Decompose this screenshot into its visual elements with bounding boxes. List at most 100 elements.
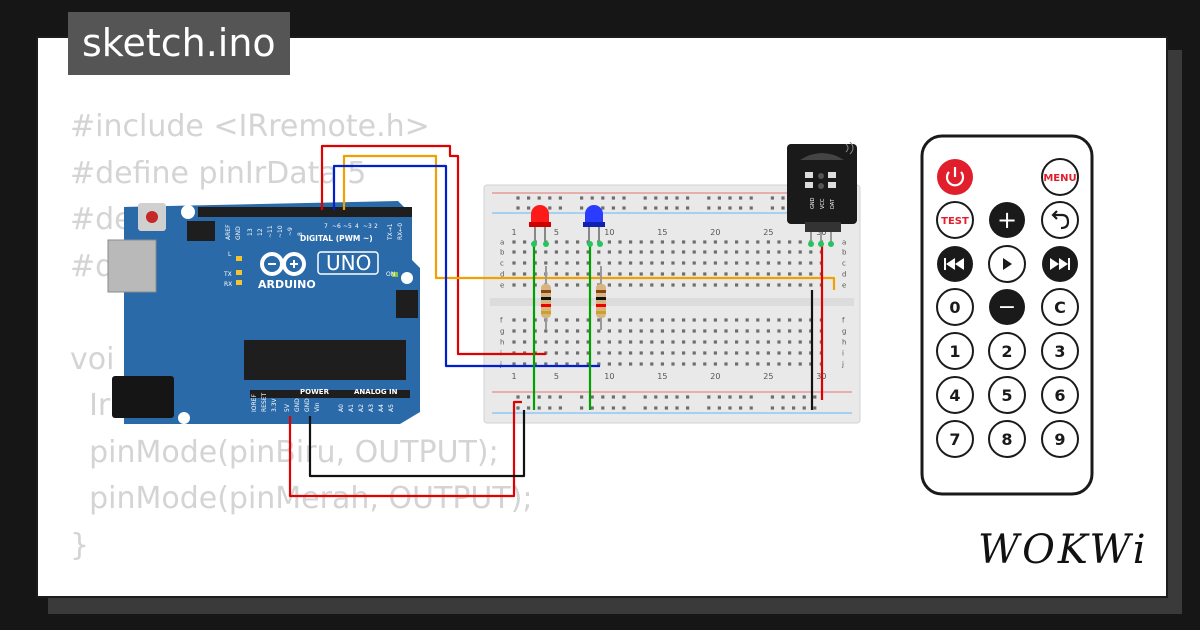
- remote-7-button[interactable]: 7: [936, 420, 974, 458]
- bb-column-number: 25: [763, 372, 773, 381]
- remote-4-button[interactable]: 4: [936, 376, 974, 414]
- remote-plus-button[interactable]: +: [989, 202, 1025, 238]
- bb-row-letter: c: [842, 260, 846, 268]
- svg-text:A0: A0: [338, 404, 345, 412]
- resistor-1[interactable]: [541, 266, 551, 330]
- code-line: #d: [70, 248, 115, 284]
- bb-row-letter: j: [841, 361, 844, 369]
- remote-6-button[interactable]: 6: [1041, 376, 1079, 414]
- skip-back-icon: [944, 258, 964, 270]
- blue-wire-pin6: [332, 164, 600, 368]
- svg-text:8: 8: [1001, 430, 1012, 449]
- svg-text:RESET: RESET: [261, 392, 268, 412]
- svg-text:3: 3: [1054, 342, 1065, 361]
- bb-row-letter: g: [500, 328, 504, 336]
- svg-text:RX←0: RX←0: [397, 223, 404, 240]
- svg-text:9: 9: [1054, 430, 1065, 449]
- svg-text:A4: A4: [378, 404, 385, 412]
- svg-text:8: 8: [297, 232, 304, 236]
- svg-text:2: 2: [1001, 342, 1012, 361]
- remote-minus-button[interactable]: −: [989, 289, 1025, 325]
- red-led[interactable]: [529, 205, 551, 244]
- bb-row-letter: e: [842, 282, 846, 290]
- atmega-chip: [244, 340, 406, 380]
- svg-text:AREF: AREF: [225, 224, 232, 240]
- svg-text:5: 5: [1001, 386, 1012, 405]
- arduino-uno-board[interactable]: AREF GND 13 12 ~11 ~10 ~9 8 7 ~6 ~5 4 ~3…: [107, 201, 420, 424]
- bb-column-number: 15: [657, 228, 667, 237]
- wires: [288, 144, 836, 498]
- blue-led[interactable]: [583, 205, 605, 244]
- remote-9-button[interactable]: 9: [1041, 420, 1079, 458]
- bb-column-number: 10: [604, 372, 614, 381]
- remote-prev-button[interactable]: [937, 246, 973, 282]
- svg-text:7: 7: [949, 430, 960, 449]
- sketch-title: sketch.ino: [68, 12, 290, 75]
- svg-text:4: 4: [355, 223, 359, 230]
- bb-row-letter: d: [500, 271, 504, 279]
- svg-text:A2: A2: [358, 404, 365, 412]
- bb-row-letter: f: [500, 317, 503, 325]
- bb-row-letter: h: [842, 339, 846, 347]
- bb-column-number: 5: [554, 372, 559, 381]
- code-background: #include <IRremote.h> #define pinIrData 5…: [70, 104, 533, 596]
- svg-text:RX: RX: [224, 281, 232, 288]
- svg-text:TEST: TEST: [941, 216, 969, 227]
- code-line: pinMode(pinBiru, OUTPUT);: [70, 434, 499, 470]
- power-label: POWER: [300, 388, 330, 396]
- power-jack: [112, 376, 174, 418]
- svg-text:0: 0: [949, 298, 960, 317]
- remote-power-button[interactable]: [937, 159, 973, 195]
- remote-8-button[interactable]: 8: [988, 420, 1026, 458]
- ir-receiver-module[interactable]: GND VCC DAT: [787, 141, 857, 244]
- remote-menu-button[interactable]: MENU: [1041, 158, 1079, 196]
- power-icon: [945, 171, 965, 187]
- ir-remote[interactable]: MENU TEST +: [920, 134, 1094, 496]
- code-line: }: [70, 527, 90, 563]
- remote-2-button[interactable]: 2: [988, 332, 1026, 370]
- remote-numpad[interactable]: 1 2 3 4 5 6 7 8 9: [936, 332, 1079, 458]
- remote-5-button[interactable]: 5: [988, 376, 1026, 414]
- bb-row-letter: c: [500, 260, 504, 268]
- svg-text:Vin: Vin: [314, 402, 321, 412]
- bb-row-letter: f: [842, 317, 845, 325]
- back-arrow-icon: [1054, 213, 1070, 230]
- svg-text:4: 4: [949, 386, 960, 405]
- svg-text:7: 7: [324, 223, 328, 230]
- svg-text:12: 12: [257, 228, 264, 236]
- code-line: #de: [70, 202, 133, 237]
- svg-text:L: L: [228, 251, 232, 258]
- code-line: #include <IRremote.h>: [70, 109, 430, 144]
- svg-text:~11: ~11: [267, 225, 274, 238]
- svg-text:5V: 5V: [284, 403, 291, 412]
- code-line: voi: [70, 341, 115, 377]
- bb-row-letter: a: [842, 239, 846, 247]
- resistor-2[interactable]: [596, 266, 606, 330]
- remote-1-button[interactable]: 1: [936, 332, 974, 370]
- digital-header: [198, 207, 412, 217]
- svg-text:IOREF: IOREF: [251, 394, 258, 412]
- svg-text:GND: GND: [235, 226, 242, 240]
- bb-column-number: 1: [511, 372, 516, 381]
- svg-text:~9: ~9: [287, 227, 294, 236]
- power-analog-header: [250, 390, 410, 398]
- svg-text:MENU: MENU: [1043, 173, 1076, 184]
- remote-back-button[interactable]: [1041, 201, 1079, 239]
- bb-column-number: 10: [604, 228, 614, 237]
- bb-column-number: 15: [657, 372, 667, 381]
- remote-play-button[interactable]: [988, 245, 1026, 283]
- svg-text:A3: A3: [368, 404, 375, 412]
- bb-column-number: 20: [710, 228, 720, 237]
- svg-text:TX: TX: [223, 271, 232, 278]
- red-wire-5v: [288, 400, 522, 498]
- remote-c-button[interactable]: C: [1041, 288, 1079, 326]
- remote-0-button[interactable]: 0: [936, 288, 974, 326]
- remote-test-button[interactable]: TEST: [936, 201, 974, 239]
- svg-text:+: +: [997, 206, 1017, 234]
- remote-next-button[interactable]: [1042, 246, 1078, 282]
- remote-3-button[interactable]: 3: [1041, 332, 1079, 370]
- svg-text:C: C: [1054, 298, 1066, 317]
- uno-label: UNO: [326, 251, 371, 275]
- svg-text:~5: ~5: [343, 223, 352, 230]
- code-line: #define pinIrData 5: [70, 155, 367, 191]
